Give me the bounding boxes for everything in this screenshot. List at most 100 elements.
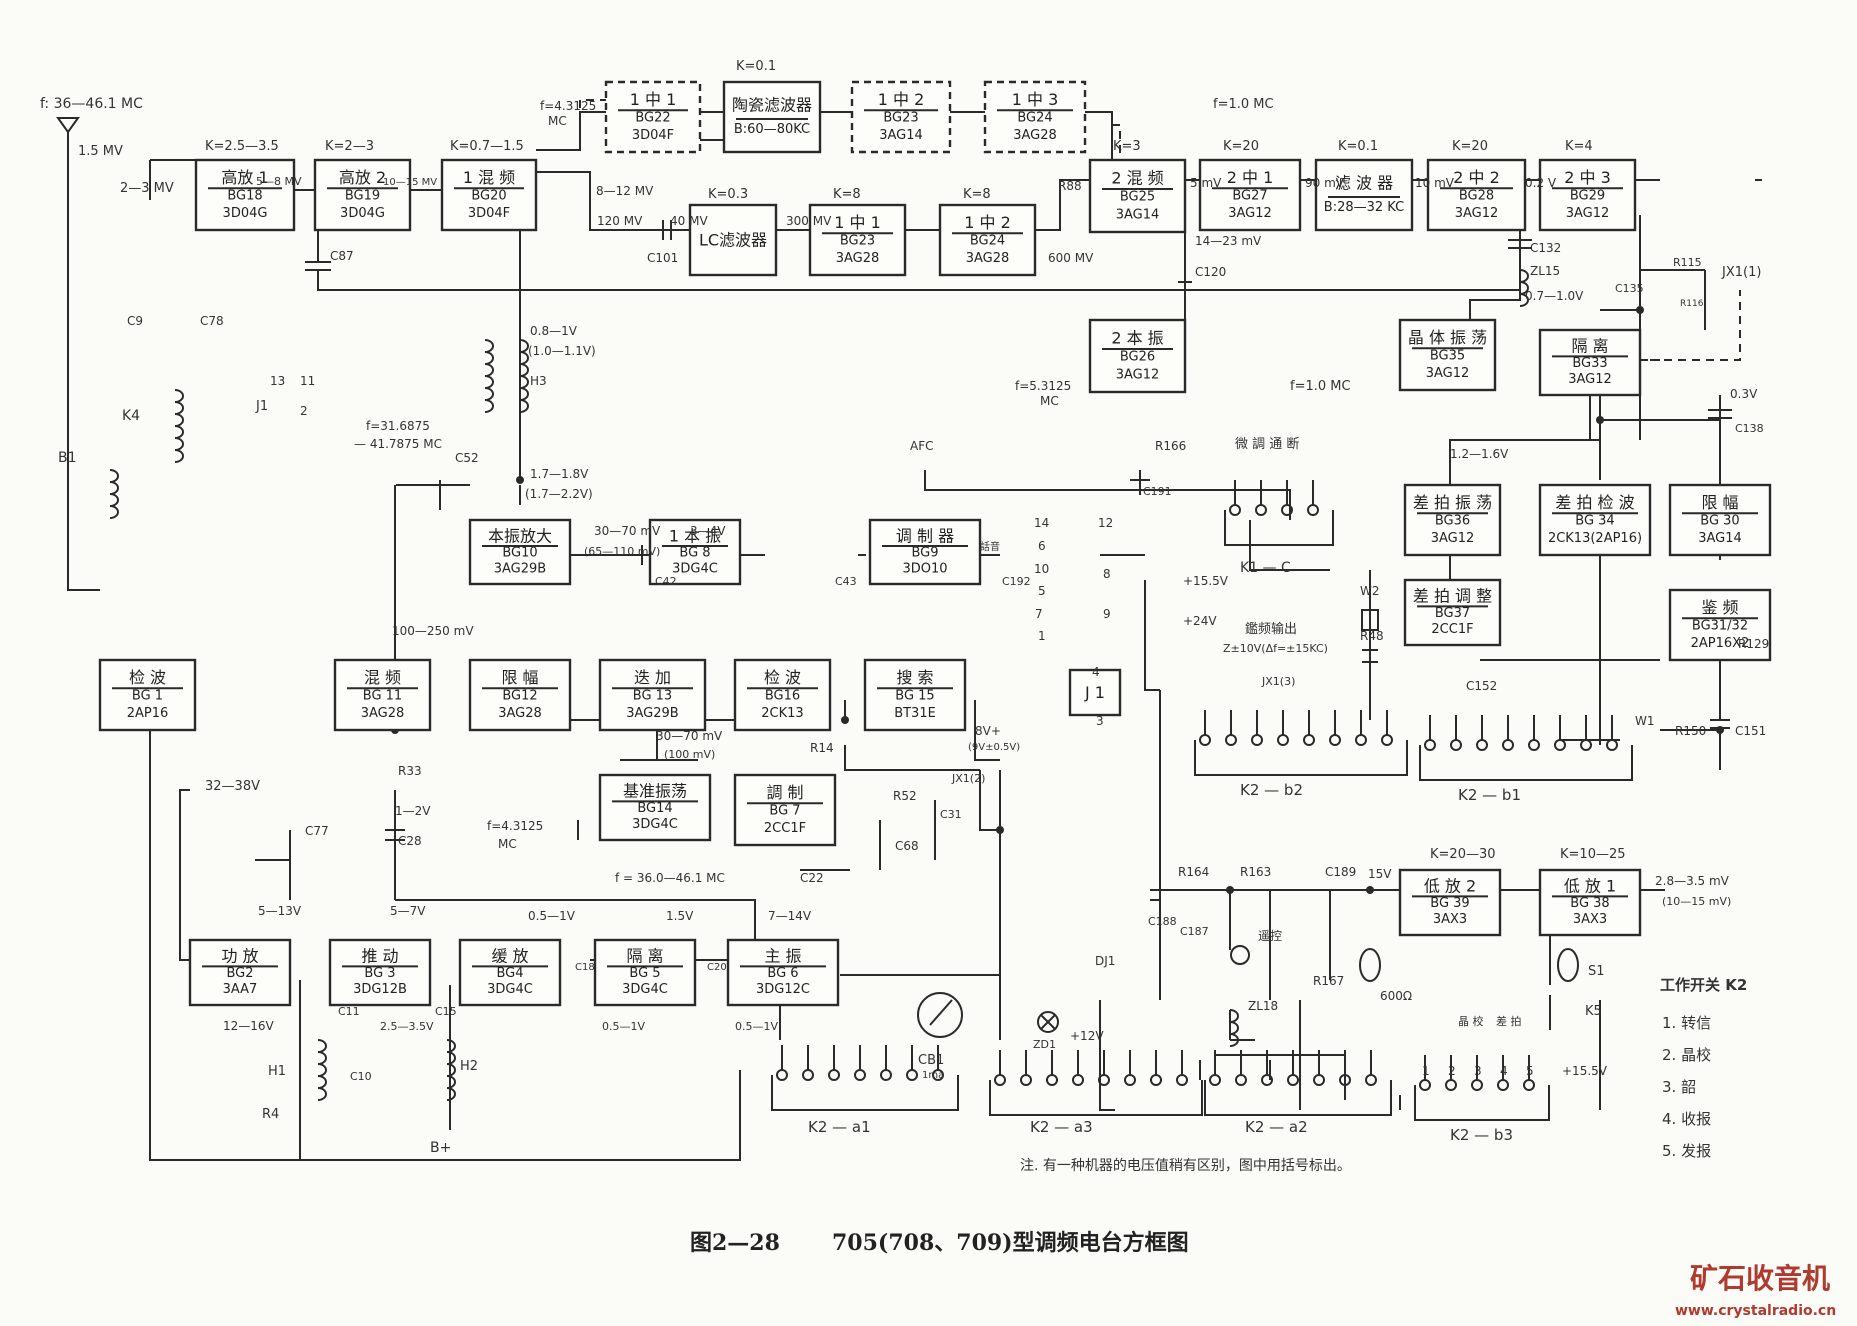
label-r167: R167 bbox=[1313, 974, 1344, 988]
wire-6 bbox=[536, 171, 690, 231]
label-v1015: 10—15 MV bbox=[383, 177, 437, 188]
block-srch-line-1: BG 15 bbox=[895, 688, 934, 703]
block-lo1-line-2: 3DG4C bbox=[672, 561, 718, 576]
block-drv-line-2: 3DG12B bbox=[353, 982, 407, 997]
switch-bank-k2-a3[interactable] bbox=[989, 1050, 1203, 1116]
label-c9: C9 bbox=[127, 314, 143, 328]
label-r163: R163 bbox=[1240, 865, 1271, 879]
label-v1216: 1.2—1.6V bbox=[1450, 447, 1509, 461]
label-f31: f=31.6875 bbox=[366, 419, 430, 433]
block-mod-line-0: 调 制 器 bbox=[896, 526, 954, 545]
switch-bank-k2-b3[interactable] bbox=[1414, 1055, 1550, 1121]
label-k01: K=0.1 bbox=[736, 59, 776, 74]
label-v90: 90 mV bbox=[1305, 176, 1345, 190]
label-k4s: K4 bbox=[122, 408, 140, 424]
wire-54 bbox=[1449, 439, 1600, 485]
label-v15: 1.5 MV bbox=[78, 144, 123, 159]
wire-100 bbox=[844, 745, 980, 771]
label-j1l: J1 bbox=[255, 399, 268, 414]
label-r4: R4 bbox=[262, 1107, 279, 1122]
label-v15c: 15V bbox=[1368, 867, 1392, 881]
label-n8: 8 bbox=[1103, 567, 1111, 581]
label-zl18: ZL18 bbox=[1248, 999, 1278, 1013]
switch-bank-k2-a2[interactable] bbox=[1204, 1050, 1392, 1116]
wire-122 bbox=[1144, 580, 1160, 691]
label-b3n1: 1 bbox=[1422, 1064, 1430, 1078]
label-v23: 2—3 MV bbox=[120, 181, 174, 196]
coil-zl15 bbox=[1519, 269, 1529, 307]
label-k03: K=0.3 bbox=[708, 187, 748, 202]
block-modc-line-2: 2CC1F bbox=[764, 821, 806, 836]
block-hf2-line-2: 3D04G bbox=[340, 206, 385, 221]
label-v1718: 1.7—1.8V bbox=[530, 467, 589, 481]
block-badj-line-2: 2CC1F bbox=[1431, 622, 1473, 637]
label-r88: R88 bbox=[1058, 179, 1082, 193]
label-c188: C188 bbox=[1148, 915, 1177, 928]
block-if1e-line-0: 1 中 2 bbox=[964, 213, 1011, 232]
label-v100: (100 mV) bbox=[664, 748, 715, 761]
wire-35 bbox=[1469, 280, 1521, 320]
block-mod-line-2: 3DO10 bbox=[902, 561, 947, 576]
block-lim1-line-1: BG 30 bbox=[1700, 513, 1739, 528]
block-iso1-line-0: 隔 离 bbox=[1571, 337, 1608, 356]
wire-138 bbox=[1099, 1000, 1115, 1111]
block-filt: 滤 波 器B:28—32 KC bbox=[1314, 158, 1414, 232]
switch-bank-k1-c[interactable] bbox=[1224, 480, 1334, 546]
label-w2: W2 bbox=[1360, 584, 1380, 598]
label-v15b: 1.5V bbox=[666, 909, 694, 923]
label-c20: C20 bbox=[707, 962, 727, 973]
label-k2a3: K2 — a3 bbox=[1030, 1118, 1093, 1136]
block-xtal-line-1: BG35 bbox=[1430, 348, 1465, 363]
label-v1423: 14—23 mV bbox=[1195, 234, 1262, 248]
label-r129: R129 bbox=[1738, 637, 1769, 651]
label-b3n5: 5 bbox=[1526, 1064, 1534, 1078]
label-c101: C101 bbox=[647, 251, 678, 265]
block-disc-line-2: 2AP16X2 bbox=[1691, 636, 1750, 651]
block-iso1-line-2: 3AG12 bbox=[1568, 372, 1612, 387]
junction-2 bbox=[516, 476, 524, 484]
coil-h2 bbox=[446, 1039, 456, 1101]
label-r812: 8—12 MV bbox=[596, 184, 654, 198]
block-add-line-1: BG 13 bbox=[633, 688, 672, 703]
label-c10: C10 bbox=[350, 1070, 372, 1083]
block-lim2-line-2: 3AG28 bbox=[498, 706, 542, 721]
label-r52: R52 bbox=[893, 789, 917, 803]
mic-s1-icon bbox=[1557, 948, 1579, 982]
label-c192: C192 bbox=[1002, 575, 1031, 588]
meter-cb1-icon bbox=[917, 992, 963, 1038]
block-refosc-line-0: 基准振荡 bbox=[623, 782, 687, 801]
switch-bank-k2-b2[interactable] bbox=[1194, 710, 1408, 776]
block-if1a-line-1: BG22 bbox=[635, 110, 670, 125]
coil-b1 bbox=[109, 469, 119, 519]
label-wtd: 微 調 通 断 bbox=[1235, 437, 1299, 452]
label-r33: R33 bbox=[398, 764, 422, 778]
label-n5: 5 bbox=[1038, 584, 1046, 598]
block-mix2-line-0: 2 混 频 bbox=[1111, 168, 1163, 187]
block-loamp-line-1: BG10 bbox=[502, 545, 537, 560]
label-c68: C68 bbox=[895, 839, 919, 853]
block-cerf-line-1: B:60—80KC bbox=[734, 122, 810, 137]
coil-k4 bbox=[174, 389, 184, 463]
block-add-line-2: 3AG29B bbox=[626, 706, 678, 721]
label-k4: K=4 bbox=[1565, 139, 1593, 154]
label-v1011: (1.0—1.1V) bbox=[528, 344, 596, 358]
label-n6: 6 bbox=[1038, 539, 1046, 553]
label-v58: 5—8 MV bbox=[256, 175, 302, 188]
switch-bank-k2-b1[interactable] bbox=[1419, 715, 1633, 781]
label-o600: 600Ω bbox=[1380, 989, 1412, 1003]
block-if1b-line-2: 3AG14 bbox=[879, 128, 923, 143]
label-f10b: f=1.0 MC bbox=[1290, 379, 1351, 394]
switch-bank-k2-a1[interactable] bbox=[771, 1045, 959, 1111]
